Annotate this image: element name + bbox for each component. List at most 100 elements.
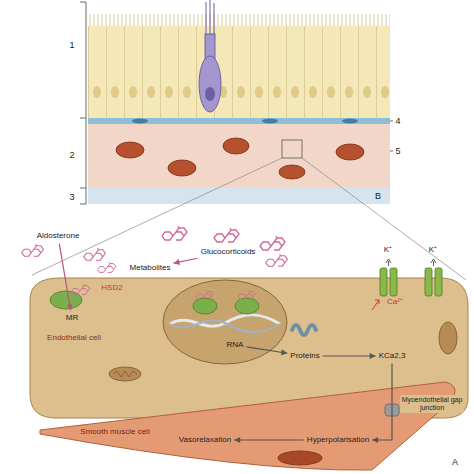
basal-cell (262, 119, 278, 124)
node-text: RNA (227, 340, 244, 349)
vessel (116, 142, 144, 158)
rna-label: RNA (226, 339, 245, 350)
hair-cell (199, 56, 221, 112)
zoom-line (32, 158, 282, 275)
label-text: K⁺ (429, 245, 437, 254)
bracket (80, 2, 86, 204)
cilia-band (88, 14, 390, 26)
label-text: 2 (69, 150, 74, 160)
mitochondrion (439, 322, 457, 354)
node-text: MR (66, 313, 78, 322)
arrow-head (281, 349, 287, 355)
receptor (50, 291, 82, 309)
receptor (235, 298, 259, 314)
bone-layer (88, 188, 390, 204)
label-text: B (375, 191, 381, 201)
epithelial-cells (88, 26, 390, 118)
steroid (238, 290, 255, 299)
callout-number: 2 (68, 149, 75, 161)
label-text: Smooth muscle cell (80, 427, 149, 436)
protein (292, 325, 316, 335)
ion-label: K⁺ (428, 244, 438, 255)
connector (323, 355, 376, 356)
smooth-muscle-cell (40, 382, 455, 470)
callout-number: 3 (68, 191, 75, 203)
arrow-head (173, 259, 179, 265)
node-text: Proteins (290, 351, 319, 360)
label-text: Ca²⁺ (387, 297, 403, 306)
connector (59, 244, 70, 311)
basement-membrane (88, 118, 390, 124)
mitochondrion-crista (113, 371, 137, 377)
protein-label: Proteins (289, 350, 320, 361)
receptor-label: MR (65, 312, 79, 323)
label-text: 3 (69, 192, 74, 202)
epithelium-layer (88, 26, 390, 118)
leader-line (390, 121, 393, 122)
connector (372, 364, 392, 440)
channel (435, 268, 442, 296)
channel-label: KCa2,3 (378, 350, 407, 361)
callout-number: 5 (394, 145, 401, 157)
channel (390, 268, 397, 296)
label-text: 1 (69, 40, 74, 50)
muscle-nucleus (278, 451, 322, 465)
node-text: Hyperpolarisation (307, 435, 369, 444)
channel (425, 268, 432, 296)
node-text: KCa2,3 (379, 351, 406, 360)
dna (170, 320, 280, 332)
connector (246, 347, 287, 353)
zoom-line (302, 158, 466, 280)
basal-cell (342, 119, 358, 124)
vessel (279, 165, 305, 179)
label-text: Endothelial cell (47, 333, 101, 342)
effect-label: Vasorelaxation (178, 434, 232, 445)
steroid (71, 284, 89, 294)
steroid (214, 228, 239, 242)
steroid (196, 290, 213, 299)
effect-label: Hyperpolarisation (306, 434, 370, 445)
nucleus (163, 280, 287, 364)
mitochondrion (109, 367, 141, 381)
leader-line (390, 151, 393, 152)
efflux-arrow (386, 259, 391, 266)
metabolite-label: Metabolites (129, 262, 172, 273)
endothelial-cell (30, 278, 468, 418)
hormone-label: Glucocorticoids (200, 246, 257, 257)
hormone-label: Aldosterone (36, 230, 81, 241)
node-text: Metabolites (130, 263, 171, 272)
steroid (260, 236, 285, 250)
cell-label: Smooth muscle cell (79, 426, 150, 437)
receptor (193, 298, 217, 314)
arrow-head (372, 437, 378, 443)
basal-cell (132, 119, 148, 124)
callout-number: 4 (394, 115, 401, 127)
arrow-head (370, 353, 376, 359)
vessel (336, 144, 364, 160)
zoom-box (282, 140, 302, 158)
arrow-head (67, 304, 73, 310)
panel-letter: A (451, 456, 459, 468)
label-text: 5 (395, 146, 400, 156)
dna (170, 315, 280, 326)
increase-arrow (372, 300, 379, 310)
vessel (168, 160, 196, 176)
channel (380, 268, 387, 296)
node-text: Glucocorticoids (201, 247, 256, 256)
steroid (22, 244, 44, 256)
cell-label: Endothelial cell (46, 332, 102, 343)
steroid (162, 226, 187, 240)
ion-label: K⁺ (383, 244, 393, 255)
enzyme-label: HSD2 (100, 282, 123, 293)
steroid (266, 254, 288, 266)
label-text: K⁺ (384, 245, 392, 254)
node-text: Vasorelaxation (179, 435, 231, 444)
efflux-arrow (431, 259, 436, 266)
node-text: Aldosterone (37, 231, 80, 240)
arrow-head (234, 437, 240, 443)
label-text: HSD2 (101, 283, 122, 292)
hair-cell-nucleus (205, 87, 215, 101)
label-text: 4 (395, 116, 400, 126)
callout-number: 1 (68, 39, 75, 51)
